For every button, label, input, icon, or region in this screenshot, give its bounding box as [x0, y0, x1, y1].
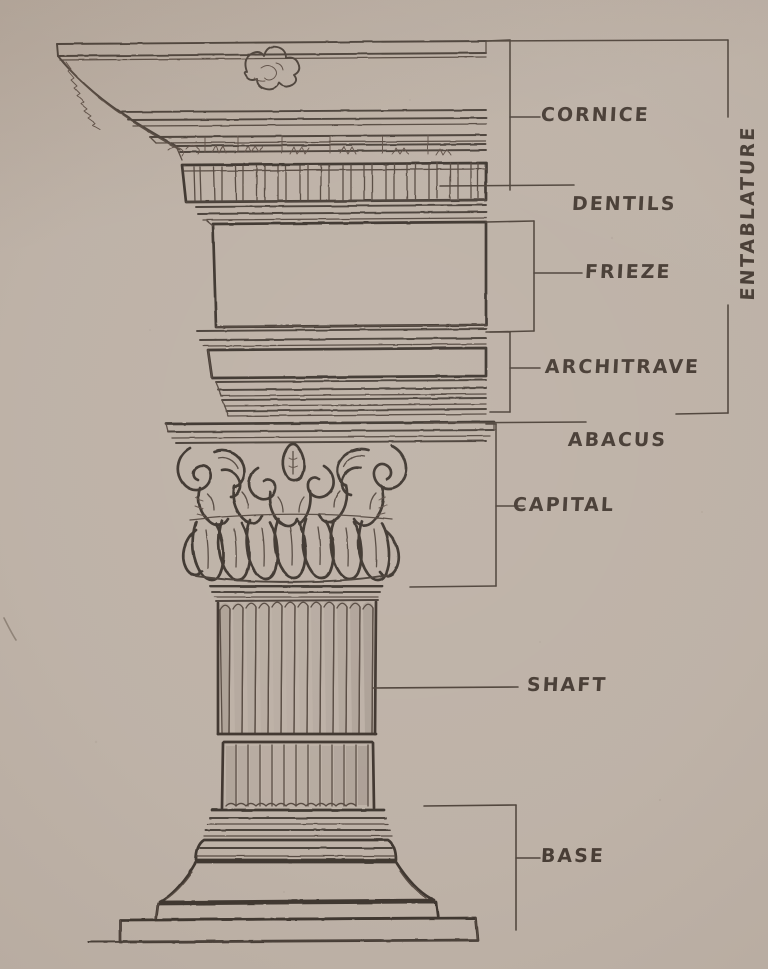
- leader-architrave: [485, 331, 541, 413]
- astragal-group: [208, 584, 384, 598]
- label-base: BASE: [540, 845, 606, 867]
- cornice-rosette-ornament: [243, 45, 301, 91]
- dentils-group: [180, 161, 488, 204]
- base-group: [87, 808, 480, 944]
- leader-capital: [409, 423, 525, 588]
- label-cornice: CORNICE: [540, 104, 651, 126]
- leader-base: [423, 804, 541, 931]
- label-shaft: SHAFT: [526, 674, 608, 696]
- capital-group: [176, 442, 408, 583]
- frieze-group: [195, 204, 488, 329]
- cornice-group: [56, 40, 487, 161]
- leader-dentils: [439, 184, 575, 187]
- label-architrave: ARCHITRAVE: [544, 356, 701, 378]
- label-capital: CAPITAL: [512, 494, 616, 516]
- shaft-lower-group: [220, 740, 376, 810]
- architrave-group: [196, 328, 488, 417]
- leader-shaft: [372, 686, 519, 689]
- label-entablature: ENTABLATURE: [737, 124, 759, 302]
- leader-abacus: [423, 421, 587, 424]
- stray-pencil-mark: [3, 617, 17, 641]
- label-abacus: ABACUS: [567, 429, 668, 451]
- leader-cornice: [485, 39, 541, 191]
- shaft-upper-group: [215, 599, 379, 736]
- leader-entablature: [485, 39, 729, 415]
- paper-speckle: [94, 99, 703, 893]
- label-frieze: FRIEZE: [584, 261, 672, 283]
- abacus-group: [164, 420, 496, 444]
- label-dentils: DENTILS: [571, 193, 678, 215]
- annotation-leaders: [372, 39, 729, 931]
- leader-frieze: [485, 220, 583, 333]
